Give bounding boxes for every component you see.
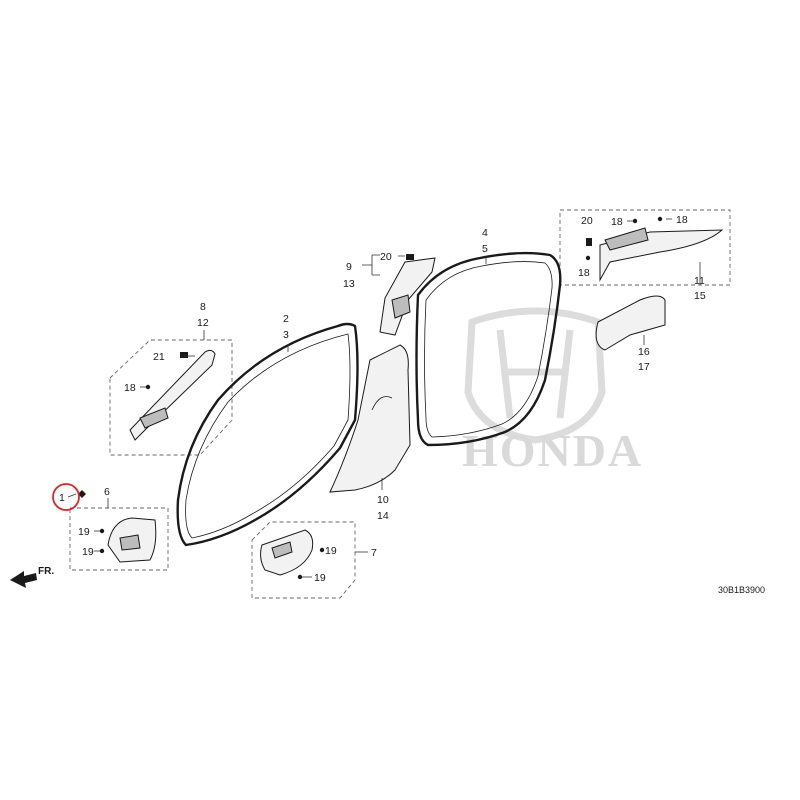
callout-10: 10 [377, 494, 389, 506]
callout-17: 17 [638, 361, 650, 373]
callout-18-rear-b: 18 [676, 214, 688, 226]
group-box-9-13 [362, 254, 380, 276]
callout-4: 4 [482, 227, 488, 239]
side-sill-trim [260, 529, 314, 576]
callout-21: 21 [153, 351, 165, 363]
callout-20-center: 20 [380, 251, 392, 263]
callout-20-rear: 20 [581, 215, 593, 227]
callout-19-c: 19 [325, 545, 337, 557]
front-side-trim [107, 517, 157, 563]
honda-watermark: HONDA [462, 307, 643, 476]
callout-19-b: 19 [82, 546, 94, 558]
clip-18-b [657, 216, 663, 222]
callout-15: 15 [694, 290, 706, 302]
callout-19-d: 19 [314, 572, 326, 584]
front-door-opening-seal [176, 322, 359, 547]
callout-7: 7 [371, 547, 377, 559]
clip-19-a [99, 528, 105, 534]
callout-1: 1 [59, 492, 65, 504]
group-box-8-12 [109, 339, 233, 456]
callout-2: 2 [283, 313, 289, 325]
clip-18-front-pillar [145, 384, 151, 390]
callout-labels: 1 2 3 4 5 6 7 8 9 10 11 12 13 14 15 16 1… [59, 214, 706, 584]
group-box-11-15 [559, 209, 731, 286]
callout-11: 11 [694, 275, 705, 287]
callout-13: 13 [343, 278, 355, 290]
clip-20-b [586, 238, 592, 246]
center-pillar-upper [379, 257, 436, 336]
honda-logo-mark [464, 307, 606, 444]
callout-6: 6 [104, 486, 110, 498]
callout-3: 3 [283, 329, 289, 341]
callout-14: 14 [377, 510, 389, 522]
clip-1 [78, 490, 86, 498]
rear-pillar-garnish [599, 227, 724, 282]
callout-18-rear-a: 18 [611, 216, 623, 228]
diagram-code: 30B1B3900 [718, 585, 765, 595]
clip-19-b [99, 548, 105, 554]
callout-8: 8 [200, 301, 206, 313]
honda-watermark-text: HONDA [462, 425, 643, 476]
front-pillar-garnish [129, 349, 216, 441]
clip-19-d [297, 574, 303, 580]
leader-lines [67, 218, 701, 578]
group-box-6 [69, 507, 169, 571]
callout-9: 9 [346, 261, 352, 273]
highlight-circle-part-1 [52, 483, 80, 511]
callout-16: 16 [638, 346, 650, 358]
callout-19-a: 19 [78, 526, 90, 538]
clip-19-c [319, 547, 325, 553]
rear-door-opening-seal [415, 251, 562, 447]
group-box-7 [251, 521, 356, 599]
arrow-left-icon [10, 571, 37, 588]
fasteners [78, 216, 663, 580]
clip-20-a [406, 254, 414, 260]
rear-quarter-bracket [595, 295, 666, 351]
callout-5: 5 [482, 243, 488, 255]
pillar-clip-21 [180, 352, 188, 358]
callout-18-rear-c: 18 [578, 267, 590, 279]
callout-12: 12 [197, 317, 209, 329]
clip-18-a [632, 218, 638, 224]
callout-18-front-pillar: 18 [124, 382, 136, 394]
center-pillar-lower [329, 344, 411, 493]
front-arrow-label: FR. [38, 566, 54, 577]
front-direction-arrow: FR. [10, 566, 54, 588]
clip-18-c [585, 255, 591, 261]
